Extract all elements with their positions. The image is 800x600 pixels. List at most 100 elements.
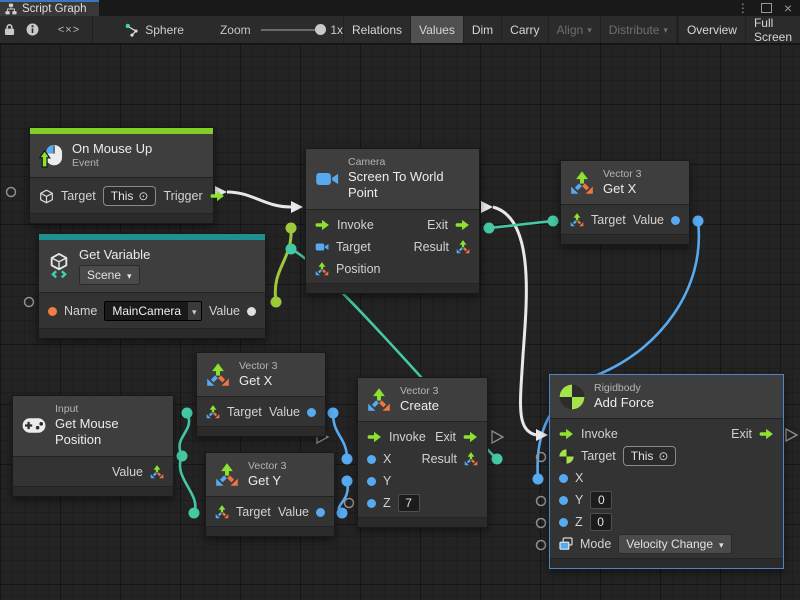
enum-port-icon[interactable] [559, 537, 573, 551]
node-screen-to-world-point[interactable]: Camera Screen To World Point Invoke Exit… [305, 148, 480, 294]
maximize-icon[interactable] [760, 3, 772, 13]
relations-button[interactable]: Relations [343, 16, 410, 43]
exec-input-port[interactable] [367, 431, 382, 443]
y-input-port[interactable] [559, 495, 568, 505]
rigidbody-port-icon[interactable] [559, 449, 574, 464]
chevron-down-icon: ▾ [663, 25, 668, 35]
node-vector3-get-x-top[interactable]: Vector 3 Get X Target Value [560, 160, 690, 246]
y-value-field[interactable]: 0 [590, 491, 613, 510]
overview-button[interactable]: Overview [675, 16, 745, 43]
z-value-field[interactable]: 7 [397, 494, 420, 513]
camera-icon [315, 167, 339, 191]
exec-output-port[interactable] [463, 431, 478, 443]
z-input-port[interactable] [559, 517, 568, 527]
node-footer [561, 234, 689, 245]
value-output-port[interactable] [316, 507, 325, 517]
x-input-port[interactable] [367, 454, 376, 464]
info-icon [26, 23, 39, 36]
chevron-down-icon: ▾ [127, 270, 132, 281]
variable-name-dropdown[interactable]: MainCamera ▾ [104, 301, 202, 322]
distribute-button[interactable]: Distribute ▾ [599, 16, 676, 43]
vector3-port-icon[interactable] [315, 262, 329, 276]
exec-output-port[interactable] [455, 219, 470, 231]
camera-port-icon[interactable] [315, 240, 329, 254]
node-vector3-create[interactable]: Vector 3 Create Invoke Exit X Result [357, 377, 488, 529]
script-graph-icon [5, 3, 17, 15]
z-value-field[interactable]: 0 [589, 513, 612, 532]
value-port-label: Value [632, 213, 664, 228]
vector3-icon [367, 388, 391, 412]
force-mode-dropdown[interactable]: Velocity Change ▾ [618, 534, 732, 555]
object-picker-icon: ⊙ [138, 189, 149, 204]
node-get-variable[interactable]: Get Variable Scene ▾ Name MainCamera ▾ V… [38, 233, 266, 340]
mode-port-label: Mode [580, 537, 612, 552]
breadcrumb-label: Sphere [145, 22, 184, 37]
exec-input-port[interactable] [315, 219, 330, 231]
node-vector3-get-y[interactable]: Vector 3 Get Y Target Value [205, 452, 335, 538]
exec-output-port[interactable] [759, 428, 774, 440]
tab-script-graph[interactable]: Script Graph [0, 0, 99, 16]
node-get-mouse-position[interactable]: Input Get Mouse Position Value [12, 395, 174, 497]
vector3-port-icon[interactable] [464, 452, 478, 466]
zoom-slider[interactable] [260, 24, 327, 35]
value-output-port[interactable] [247, 306, 256, 316]
code-view-button[interactable]: <×> [45, 16, 92, 43]
dim-button[interactable]: Dim [462, 16, 501, 43]
vector3-port-icon[interactable] [215, 505, 229, 519]
node-subtitle: Input [55, 403, 79, 415]
variable-icon [48, 253, 70, 279]
value-port-label: Value [111, 464, 143, 479]
exec-input-port[interactable] [559, 428, 574, 440]
node-on-mouse-up[interactable]: On Mouse Up Event Target This ⊙ Trigger [29, 127, 214, 225]
z-input-port[interactable] [367, 498, 376, 508]
target-port-label: Target [336, 239, 371, 254]
vector3-port-icon[interactable] [206, 405, 220, 419]
event-accent-bar [30, 128, 213, 134]
values-button[interactable]: Values [410, 16, 463, 43]
y-input-port[interactable] [367, 476, 376, 486]
value-output-port[interactable] [307, 407, 316, 417]
align-button[interactable]: Align ▾ [547, 16, 600, 43]
window-menu-icon[interactable]: ⋮ [736, 1, 749, 15]
close-icon[interactable]: × [783, 0, 792, 16]
exec-output-port[interactable] [210, 190, 225, 202]
inspect-button[interactable] [20, 16, 46, 43]
x-port-label: X [575, 471, 584, 486]
value-port-label: Value [208, 304, 240, 319]
gameobject-cube-icon [39, 189, 54, 204]
y-port-label: Y [383, 474, 392, 489]
z-port-label: Z [575, 515, 583, 530]
node-title: On Mouse Up [72, 141, 153, 156]
carry-button[interactable]: Carry [501, 16, 547, 43]
node-subtitle: Event [72, 157, 99, 170]
code-view-icon: <×> [57, 23, 81, 36]
vector3-port-icon[interactable] [456, 240, 470, 254]
invoke-port-label: Invoke [581, 427, 618, 442]
node-title: Get Variable [79, 247, 151, 262]
node-subtitle: Camera [348, 156, 386, 168]
exit-port-label: Exit [731, 427, 752, 442]
lock-icon [4, 23, 15, 36]
name-input-port[interactable] [48, 306, 57, 316]
node-footer [13, 485, 173, 496]
node-subtitle: Vector 3 [248, 460, 287, 472]
mouse-up-icon [39, 144, 63, 168]
value-output-port[interactable] [671, 215, 680, 225]
breadcrumb[interactable]: Sphere [115, 23, 194, 37]
node-footer [30, 213, 213, 224]
variable-scope-dropdown[interactable]: Scene ▾ [79, 265, 140, 286]
vector3-port-icon[interactable] [570, 213, 584, 227]
target-object-field[interactable]: This ⊙ [622, 446, 677, 467]
node-add-force[interactable]: Rigidbody Add Force Invoke Exit Target T… [549, 374, 784, 570]
exit-port-label: Exit [427, 217, 448, 232]
target-object-field[interactable]: This ⊙ [102, 186, 157, 207]
x-input-port[interactable] [559, 473, 568, 483]
node-footer [306, 282, 479, 293]
result-port-label: Result [421, 452, 457, 467]
zoom-slider-handle[interactable] [315, 24, 327, 35]
node-vector3-get-x-mid[interactable]: Vector 3 Get X Target Value [196, 352, 326, 438]
node-footer [550, 558, 783, 569]
lock-button[interactable] [0, 16, 20, 43]
fullscreen-button[interactable]: Full Screen [744, 16, 800, 44]
vector3-port-icon[interactable] [150, 465, 164, 479]
